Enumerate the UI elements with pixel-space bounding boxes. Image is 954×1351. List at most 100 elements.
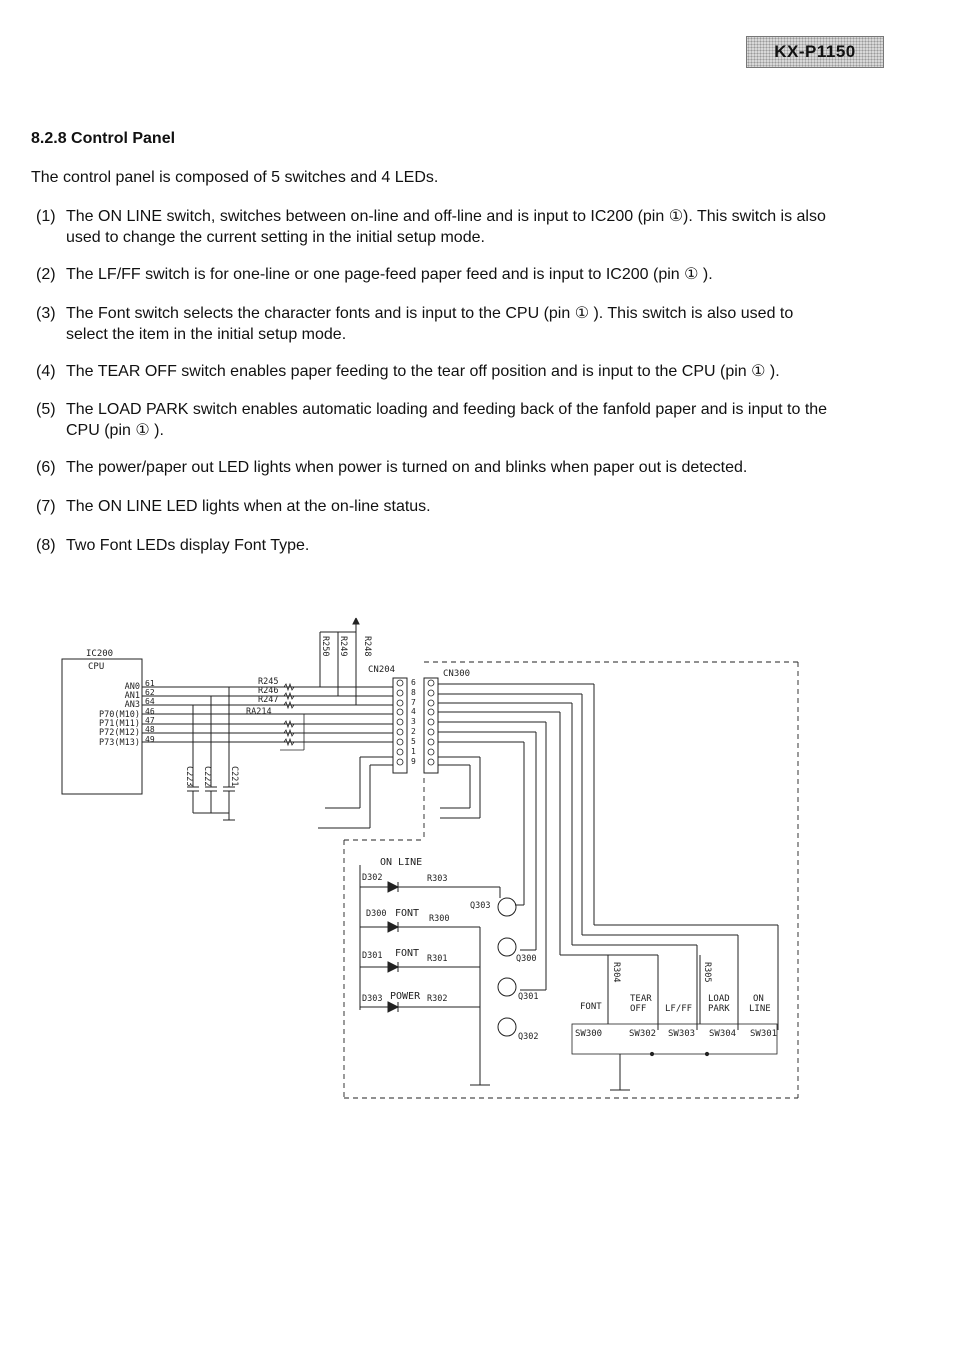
svg-text:R249: R249 — [338, 636, 348, 656]
item-text: The ON LINE switch, switches between on-… — [66, 208, 826, 246]
font2-label: FONT — [395, 948, 419, 959]
svg-text:PARK: PARK — [708, 1004, 730, 1014]
pin-numbers: 61 62 64 46 47 48 49 — [145, 679, 155, 744]
item-number: (3) — [36, 305, 56, 322]
cpu-box — [61, 658, 143, 795]
item-text: The Font switch selects the character fo… — [66, 305, 794, 343]
switch-resistor-labels: R304 R305 — [611, 962, 712, 982]
d300-label: D300 — [366, 909, 386, 919]
svg-text:61: 61 — [145, 679, 155, 688]
svg-text:SW300: SW300 — [575, 1029, 602, 1039]
svg-text:AN1: AN1 — [125, 691, 140, 701]
svg-text:R250: R250 — [320, 636, 330, 656]
item-text: The TEAR OFF switch enables paper feedin… — [66, 363, 780, 380]
d301-label: D301 — [362, 951, 382, 961]
section-heading: 8.2.8 Control Panel — [31, 130, 176, 147]
item-number: (4) — [36, 363, 56, 380]
q300-label: Q300 — [516, 954, 536, 964]
item-text: The LF/FF switch is for one-line or one … — [66, 266, 713, 283]
svg-text:47: 47 — [145, 716, 155, 725]
svg-text:9: 9 — [411, 757, 416, 766]
q303-label: Q303 — [470, 901, 490, 911]
item-number: (8) — [36, 537, 56, 554]
item-number: (2) — [36, 266, 56, 283]
svg-text:P73(M13): P73(M13) — [99, 738, 140, 748]
svg-text:R246: R246 — [258, 686, 278, 696]
switch-names: SW300 SW302 SW303 SW304 SW301 — [575, 1029, 777, 1039]
cn300-label: CN300 — [443, 669, 470, 679]
svg-text:62: 62 — [145, 688, 155, 697]
cpu-label: CPU — [88, 662, 104, 672]
signal-lines — [142, 686, 393, 743]
item-number: (5) — [36, 401, 56, 418]
svg-text:C223: C223 — [184, 766, 194, 786]
r300-label: R300 — [429, 914, 449, 924]
svg-text:46: 46 — [145, 707, 155, 716]
r302-label: R302 — [427, 994, 447, 1004]
cn204-connector — [392, 677, 408, 774]
capacitor-labels: C223 C222 C221 — [184, 766, 239, 786]
intro-paragraph: The control panel is composed of 5 switc… — [31, 169, 439, 186]
svg-text:R304: R304 — [611, 962, 621, 982]
item-number: (1) — [36, 208, 56, 225]
svg-text:LINE: LINE — [749, 1004, 771, 1014]
svg-text:R247: R247 — [258, 695, 278, 705]
svg-text:SW303: SW303 — [668, 1029, 695, 1039]
svg-text:2: 2 — [411, 727, 416, 736]
item-text: The ON LINE LED lights when at the on-li… — [66, 498, 431, 515]
svg-text:R248: R248 — [362, 636, 372, 656]
svg-text:ON: ON — [753, 994, 764, 1004]
svg-text:FONT: FONT — [580, 1002, 602, 1012]
font1-label: FONT — [395, 908, 419, 919]
svg-text:C221: C221 — [229, 766, 239, 786]
d303-label: D303 — [362, 994, 382, 1004]
svg-text:R305: R305 — [702, 962, 712, 982]
svg-text:SW304: SW304 — [709, 1029, 736, 1039]
svg-text:TEAR: TEAR — [630, 994, 652, 1004]
svg-text:4: 4 — [411, 707, 416, 716]
power-label: POWER — [390, 991, 421, 1002]
item-number: (6) — [36, 459, 56, 476]
model-badge: KX-P1150 — [746, 36, 884, 68]
switch-circuits — [571, 955, 778, 1091]
pullup-labels: R250 R249 R248 — [320, 636, 372, 656]
q301-label: Q301 — [518, 992, 538, 1002]
svg-text:LOAD: LOAD — [708, 994, 730, 1004]
svg-text:C222: C222 — [202, 766, 212, 786]
r301-label: R301 — [427, 954, 447, 964]
svg-text:1: 1 — [411, 747, 416, 756]
control-panel-schematic: IC200 CPU AN0 AN1 AN3 P70(M10) P71(M11) … — [61, 617, 799, 1099]
svg-text:49: 49 — [145, 735, 155, 744]
item-text: The LOAD PARK switch enables automatic l… — [66, 401, 828, 439]
svg-text:P71(M11): P71(M11) — [99, 719, 140, 729]
svg-text:5: 5 — [411, 737, 416, 746]
svg-text:P70(M10): P70(M10) — [99, 710, 140, 720]
svg-text:AN3: AN3 — [125, 700, 140, 710]
svg-text:RA214: RA214 — [246, 707, 272, 717]
resistor-labels: R245 R246 R247 RA214 — [246, 677, 278, 717]
svg-text:P72(M12): P72(M12) — [99, 728, 140, 738]
ic-label: IC200 — [86, 649, 113, 659]
cpu-pin-labels: AN0 AN1 AN3 P70(M10) P71(M11) P72(M12) P… — [99, 682, 140, 748]
switch-labels: FONT TEAR OFF LF/FF LOAD PARK ON LINE — [580, 994, 771, 1014]
resistor-zigzags — [280, 682, 305, 751]
pullup-resistors — [319, 617, 360, 705]
svg-text:8: 8 — [411, 688, 416, 697]
r303-label: R303 — [427, 874, 447, 884]
panel-lines — [318, 683, 779, 1030]
item-text: Two Font LEDs display Font Type. — [66, 537, 310, 554]
cn-pin-numbers: 6 8 7 4 3 2 5 1 9 — [411, 678, 416, 766]
cn204-label: CN204 — [368, 665, 395, 675]
connector-pins — [396, 679, 435, 766]
d302-label: D302 — [362, 873, 382, 883]
led-circuits — [359, 865, 517, 1086]
svg-text:48: 48 — [145, 725, 155, 734]
q302-label: Q302 — [518, 1032, 538, 1042]
svg-text:OFF: OFF — [630, 1004, 646, 1014]
item-text: The power/paper out LED lights when powe… — [66, 459, 748, 476]
svg-text:SW302: SW302 — [629, 1029, 656, 1039]
svg-text:R245: R245 — [258, 677, 278, 687]
svg-text:SW301: SW301 — [750, 1029, 777, 1039]
svg-text:7: 7 — [411, 698, 416, 707]
svg-text:6: 6 — [411, 678, 416, 687]
